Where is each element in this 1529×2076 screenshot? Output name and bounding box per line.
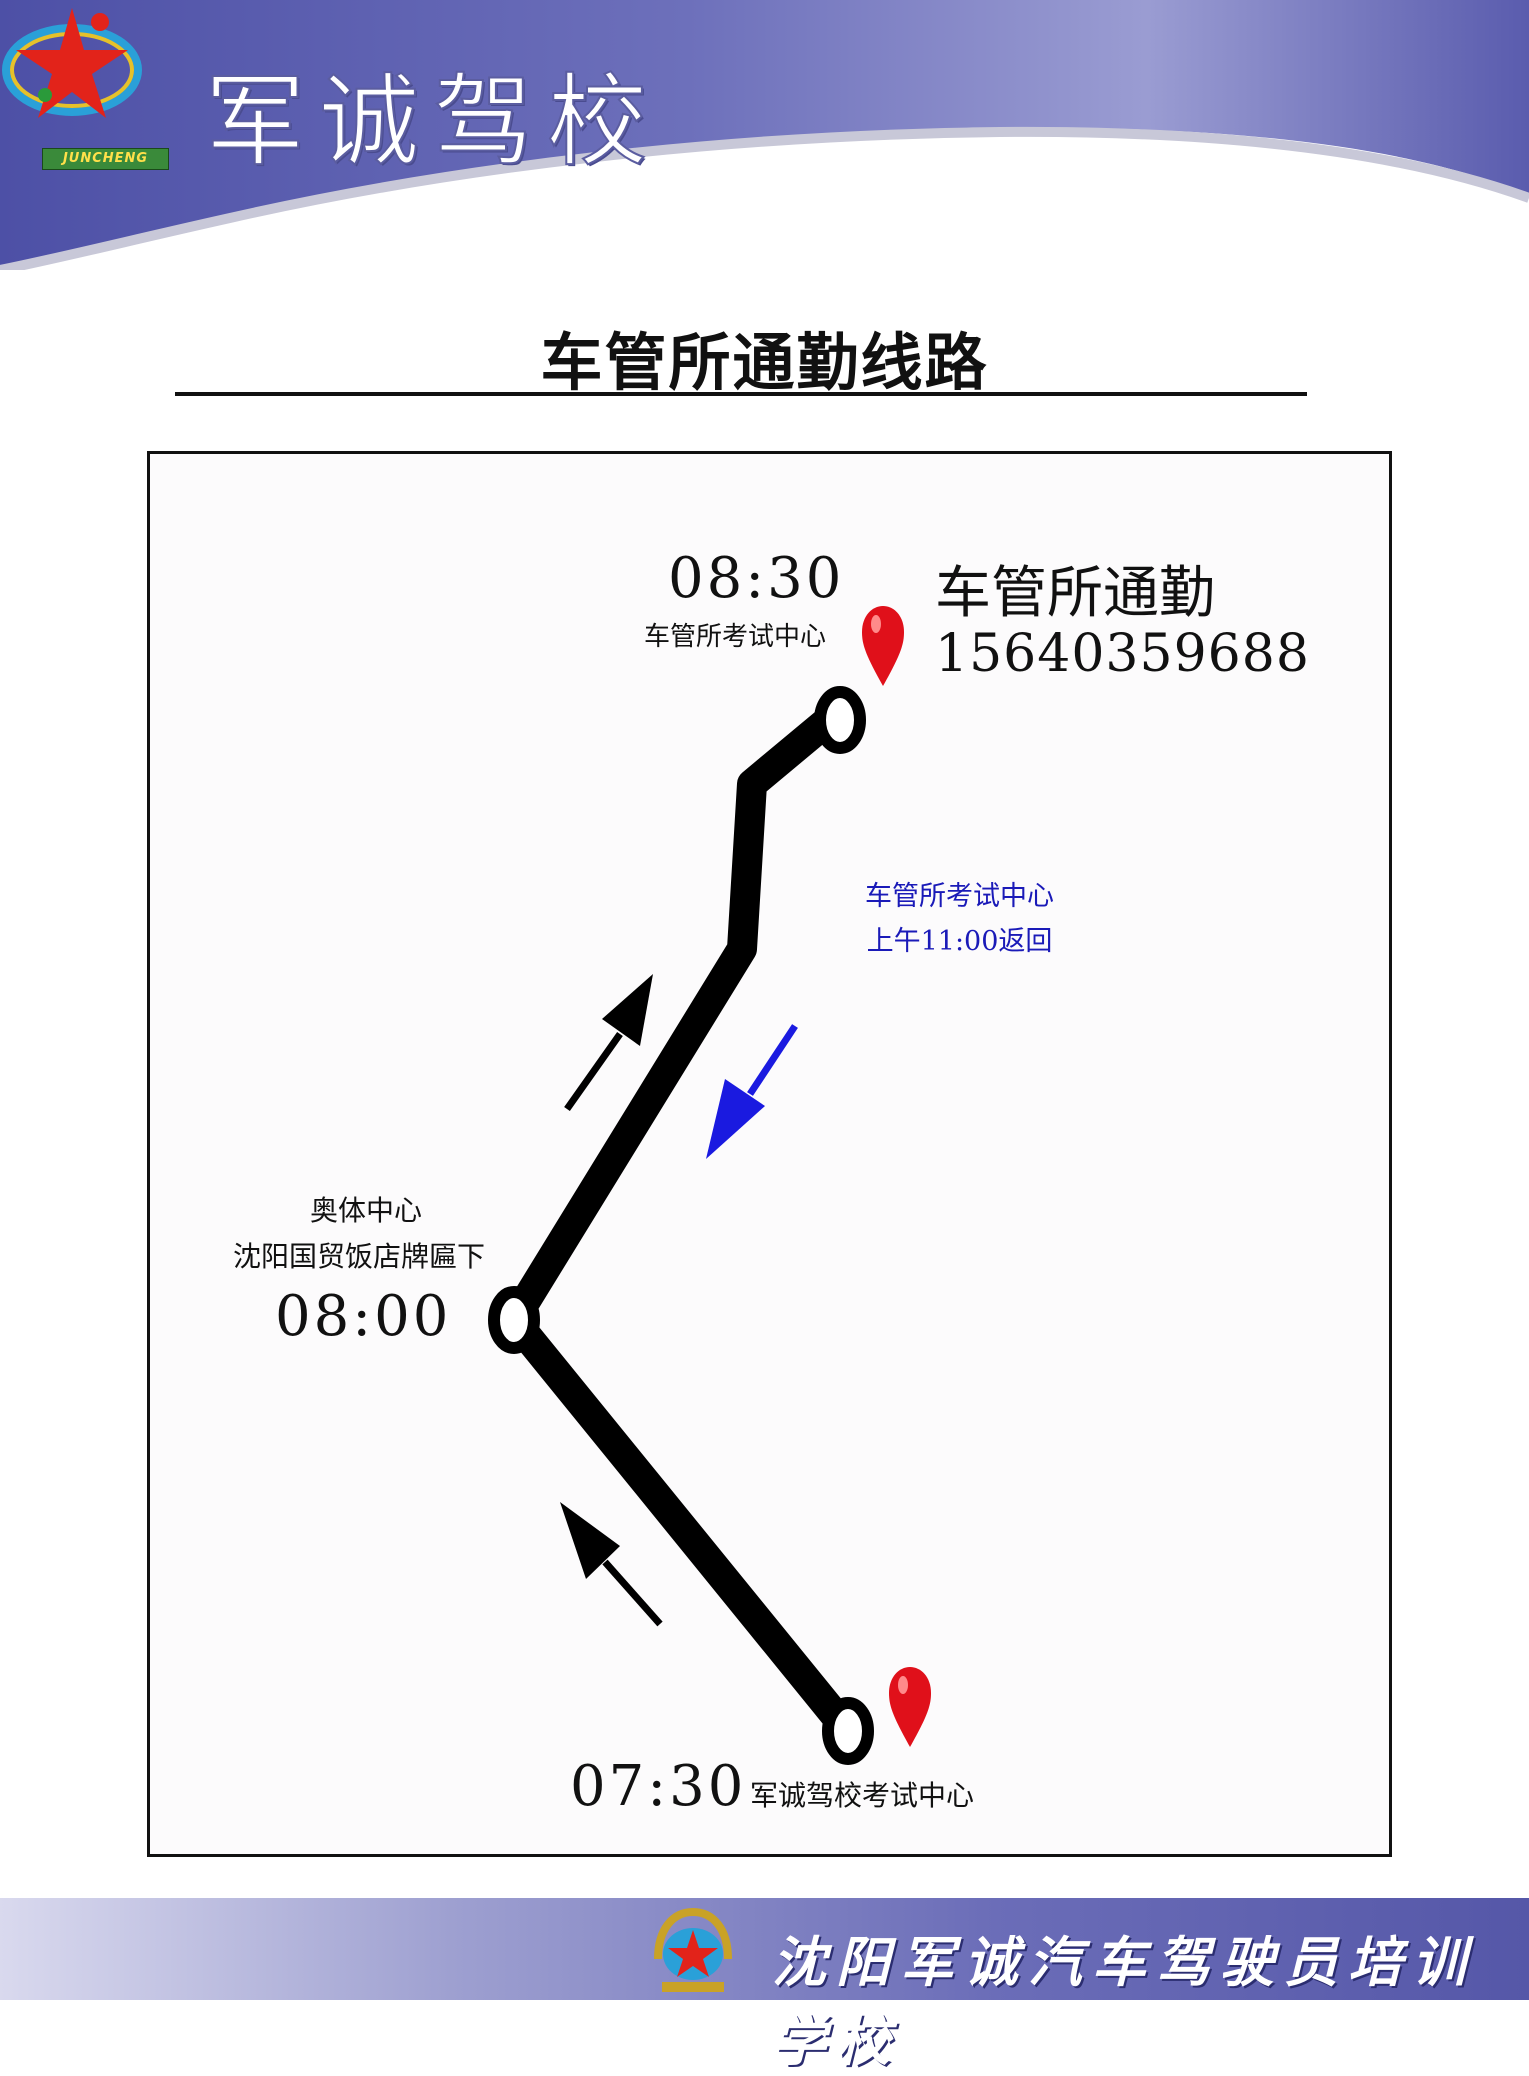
- stop-node-start: [822, 1697, 874, 1765]
- return-note: 车管所考试中心 上午11:00返回: [865, 874, 1054, 958]
- juncheng-logo: [2, 8, 142, 118]
- start-stop-time: 07:30: [570, 1754, 747, 1819]
- route-diagram: [488, 606, 931, 1765]
- brand-title: 军诚驾校: [204, 62, 661, 181]
- service-phone: 15640359688: [935, 624, 1310, 684]
- mid-stop-name-line1: 奥体中心: [310, 1194, 423, 1227]
- route-line: [499, 704, 863, 1746]
- header-banner: JUNCHENG 军诚驾校: [0, 0, 1529, 270]
- header-background: [0, 0, 1529, 270]
- title-underline: [175, 392, 1307, 396]
- mid-stop-time: 08:00: [275, 1284, 452, 1349]
- direction-arrow-outbound-upper: [564, 974, 653, 1112]
- stop-node-mid: [488, 1286, 540, 1354]
- page-title: 车管所通勤线路: [540, 326, 989, 399]
- start-stop-name: 军诚驾校考试中心: [750, 1779, 975, 1812]
- end-stop-name: 车管所考试中心: [644, 622, 827, 652]
- school-emblem-icon: [654, 1907, 732, 1992]
- direction-arrow-outbound-lower: [560, 1502, 663, 1627]
- direction-arrow-return: [706, 1024, 798, 1159]
- footer-school-name: 沈阳军诚汽车驾驶员培训学校: [772, 1931, 1476, 2073]
- mid-stop-name-line2: 沈阳国贸饭店牌匾下: [233, 1240, 486, 1273]
- service-name: 车管所通勤: [935, 561, 1215, 626]
- return-note-line1: 车管所考试中心: [865, 881, 1054, 912]
- stop-node-end: [814, 686, 866, 754]
- logo-wordmark: JUNCHENG: [42, 148, 169, 170]
- location-pin-end-icon: [862, 606, 904, 686]
- return-note-line2: 上午11:00返回: [866, 926, 1053, 957]
- route-map: 08:30 车管所考试中心 车管所通勤 15640359688 车管所考试中心 …: [147, 451, 1392, 1857]
- end-stop-time: 08:30: [668, 546, 845, 611]
- footer-banner: 沈阳军诚汽车驾驶员培训学校: [0, 1898, 1529, 2073]
- location-pin-start-icon: [889, 1667, 931, 1747]
